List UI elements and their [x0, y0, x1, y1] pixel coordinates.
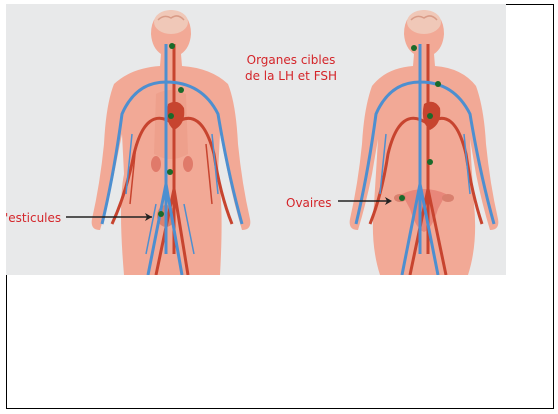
- anatomy-illustration: Organes cibles de la LH et FSH 'esticule…: [6, 4, 506, 275]
- testis-label: 'esticules: [6, 210, 61, 226]
- figure-title: Organes cibles de la LH et FSH: [236, 52, 346, 84]
- frame-top-border: [506, 4, 554, 5]
- frame-left-border: [6, 274, 7, 409]
- ovaries-label: Ovaires: [286, 195, 332, 211]
- figure-title-line-2: de la LH et FSH: [236, 68, 346, 84]
- figure-title-line-1: Organes cibles: [247, 53, 336, 67]
- frame-right-border: [553, 4, 554, 409]
- frame-bottom-border: [6, 408, 554, 409]
